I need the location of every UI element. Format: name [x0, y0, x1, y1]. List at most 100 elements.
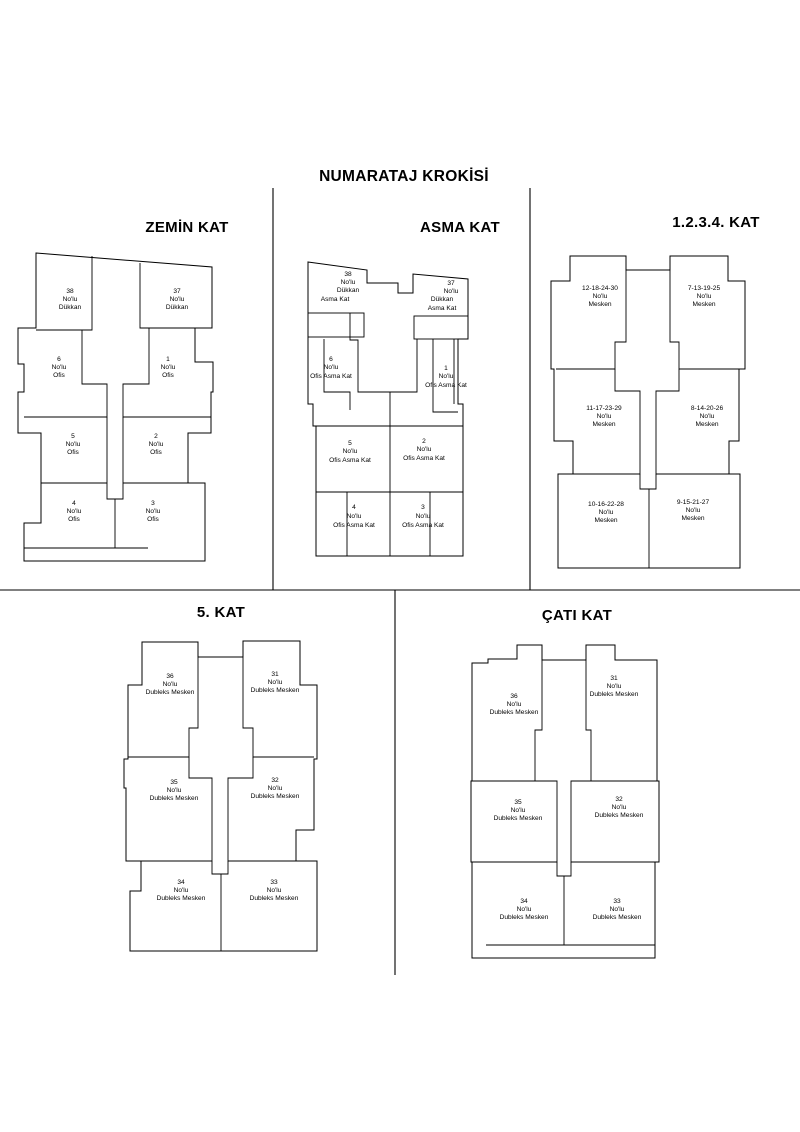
unit-type: Dubleks Mesken: [490, 709, 539, 716]
unit-type: Dubleks Mesken: [146, 689, 195, 696]
unit-type: Dubleks Mesken: [593, 914, 642, 921]
unit-no-label: No'lu: [167, 787, 182, 794]
unit-divider: [432, 339, 458, 413]
unit-divider: [227, 757, 296, 862]
unit-divider: [24, 330, 108, 418]
unit-number: 7-13-19-25: [688, 285, 721, 292]
unit-no-label: No'lu: [686, 507, 701, 514]
unit-extra: Asma Kat: [428, 305, 457, 312]
unit-label: 8-14-20-26 No'lu Mesken: [691, 405, 724, 428]
unit-number: 2: [154, 433, 158, 440]
unit-type: Dubleks Mesken: [595, 812, 644, 819]
unit-no-label: No'lu: [268, 785, 283, 792]
unit-no-label: No'lu: [341, 279, 356, 286]
unit-divider: [655, 369, 729, 475]
unit-number: 1: [166, 356, 170, 363]
unit-type: Dubleks Mesken: [157, 895, 206, 902]
unit-divider: [585, 660, 657, 782]
unit-type: Ofis: [150, 449, 162, 456]
unit-number: 4: [72, 500, 76, 507]
floor-plan-asma: [307, 261, 469, 557]
unit-divider: [242, 657, 314, 758]
unit-type: Dubleks Mesken: [500, 914, 549, 921]
unit-number: 5: [348, 440, 352, 447]
unit-number: 34: [177, 879, 185, 886]
unit-number: 37: [447, 280, 455, 287]
unit-no-label: No'lu: [161, 364, 176, 371]
unit-type: Dükkan: [431, 296, 454, 303]
unit-number: 36: [510, 693, 518, 700]
unit-label: 38 No'lu Dükkan Asma Kat: [321, 271, 360, 303]
unit-no-label: No'lu: [511, 807, 526, 814]
unit-divider: [570, 780, 655, 863]
floor-plan-zemin: [17, 252, 214, 562]
unit-divider: [122, 328, 211, 418]
unit-type: Ofis Asma Kat: [403, 455, 445, 462]
section-1234-kat: 1.2.3.4. KAT 12-18-24-30 No'lu Mesken 7-…: [550, 214, 759, 569]
floor-plan-5: [123, 640, 318, 952]
unit-number: 3: [421, 504, 425, 511]
unit-label: 38 No'lu Dükkan: [59, 288, 82, 311]
unit-number: 35: [514, 799, 522, 806]
unit-label: 1 No'lu Ofis: [161, 356, 176, 379]
unit-type: Mesken: [594, 517, 617, 524]
unit-type: Dükkan: [59, 304, 82, 311]
unit-type: Dükkan: [166, 304, 189, 311]
unit-no-label: No'lu: [324, 364, 339, 371]
unit-type: Mesken: [592, 421, 615, 428]
unit-number: 33: [270, 879, 278, 886]
unit-type: Dubleks Mesken: [590, 691, 639, 698]
unit-label: 37 No'lu Dükkan: [166, 288, 189, 311]
section-title-zemin: ZEMİN KAT: [145, 219, 228, 236]
unit-number: 1: [444, 365, 448, 372]
unit-no-label: No'lu: [67, 508, 82, 515]
unit-divider: [211, 861, 229, 875]
section-asma-kat: ASMA KAT 38 No'lu Dükkan Asma Kat 37 No'…: [307, 219, 500, 557]
unit-number: 9-15-21-27: [677, 499, 710, 506]
unit-label: 33 No'lu Dubleks Mesken: [593, 898, 642, 921]
unit-divider: [307, 312, 365, 338]
unit-type: Dubleks Mesken: [251, 687, 300, 694]
unit-divider: [413, 315, 469, 340]
unit-number: 6: [329, 356, 333, 363]
unit-no-label: No'lu: [267, 887, 282, 894]
section-cati-kat: ÇATI KAT 36 No'lu Dubleks Mesken 31 No'l…: [470, 607, 660, 959]
unit-no-label: No'lu: [66, 441, 81, 448]
unit-number: 35: [170, 779, 178, 786]
unit-no-label: No'lu: [700, 413, 715, 420]
unit-no-label: No'lu: [170, 296, 185, 303]
unit-number: 37: [173, 288, 181, 295]
unit-label: 4 No'lu Ofis Asma Kat: [333, 504, 375, 529]
unit-label: 10-16-22-28 No'lu Mesken: [588, 501, 624, 524]
unit-label: 33 No'lu Dubleks Mesken: [250, 879, 299, 902]
sheet-title: NUMARATAJ KROKİSİ: [319, 168, 489, 185]
section-separators: [0, 188, 800, 975]
unit-no-label: No'lu: [417, 446, 432, 453]
unit-no-label: No'lu: [416, 513, 431, 520]
unit-type: Dubleks Mesken: [150, 795, 199, 802]
unit-type: Ofis: [67, 449, 79, 456]
unit-number: 3: [151, 500, 155, 507]
unit-no-label: No'lu: [63, 296, 78, 303]
unit-type: Mesken: [681, 515, 704, 522]
unit-no-label: No'lu: [597, 413, 612, 420]
unit-number: 6: [57, 356, 61, 363]
unit-divider: [106, 417, 124, 500]
unit-label: 32 No'lu Dubleks Mesken: [595, 796, 644, 819]
unit-divider: [349, 313, 418, 393]
unit-number: 12-18-24-30: [582, 285, 618, 292]
unit-divider: [669, 270, 739, 370]
floor-plan-1234: [550, 255, 746, 569]
unit-number: 5: [71, 433, 75, 440]
unit-label: 6 No'lu Ofis Asma Kat: [310, 356, 352, 380]
unit-type: Ofis Asma Kat: [333, 522, 375, 529]
unit-no-label: No'lu: [593, 293, 608, 300]
unit-no-label: No'lu: [610, 906, 625, 913]
unit-number: 38: [344, 271, 352, 278]
section-5-kat: 5. KAT 36 No'lu Dubleks Mesken 31 No'lu …: [123, 604, 318, 952]
unit-label: 12-18-24-30 No'lu Mesken: [582, 285, 618, 308]
unit-divider: [573, 369, 641, 475]
unit-no-label: No'lu: [507, 701, 522, 708]
unit-type: Mesken: [692, 301, 715, 308]
